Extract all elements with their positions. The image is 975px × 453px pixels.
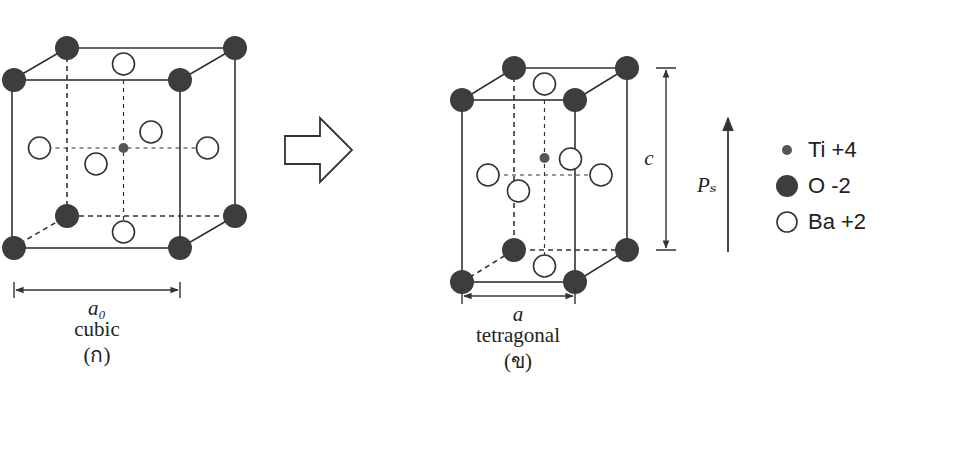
legend-sample bbox=[772, 207, 802, 237]
legend-sample bbox=[772, 135, 802, 165]
structure-name: cubic bbox=[74, 318, 119, 341]
dimension-label: c bbox=[644, 147, 653, 170]
c-dimension bbox=[656, 68, 676, 250]
legend-row: Ba +2 bbox=[772, 207, 866, 237]
tetragonal-ions bbox=[450, 56, 639, 294]
cubic-cell bbox=[12, 48, 235, 248]
legend-row: Ti +4 bbox=[772, 135, 857, 165]
transition-arrow bbox=[285, 118, 352, 182]
dimension-label: a bbox=[513, 303, 524, 326]
dimension-label: a₀ bbox=[88, 297, 106, 320]
a-dimension bbox=[462, 288, 575, 304]
panel-label: (ข) bbox=[504, 350, 532, 373]
legend-text: Ti +4 bbox=[808, 137, 857, 163]
legend-text: O -2 bbox=[808, 173, 851, 199]
polarization-label: Pₛ bbox=[697, 174, 717, 197]
legend-text: Ba +2 bbox=[808, 209, 866, 235]
structure-name: tetragonal bbox=[476, 324, 560, 347]
polarization-arrow bbox=[727, 118, 729, 252]
legend-row: O -2 bbox=[772, 171, 851, 201]
panel-label: (ก) bbox=[84, 344, 111, 367]
a0-dimension bbox=[14, 282, 180, 298]
cubic-ions bbox=[2, 36, 247, 260]
legend-sample bbox=[772, 171, 802, 201]
tetragonal-cell bbox=[462, 68, 627, 282]
